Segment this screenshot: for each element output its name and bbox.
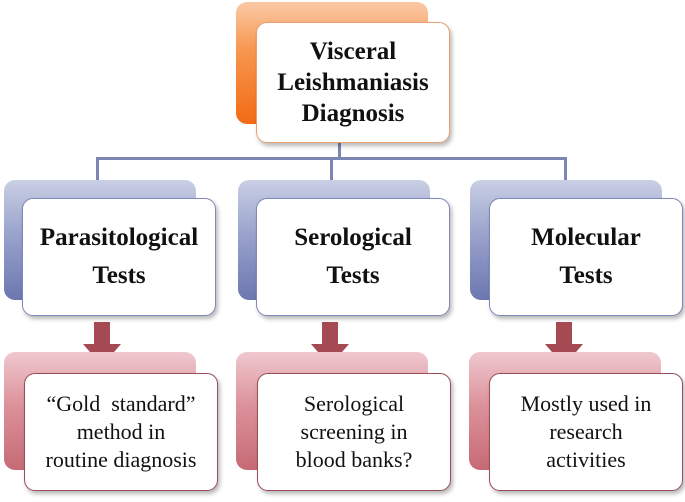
note-node-molecular: Mostly used in research activities — [489, 373, 683, 491]
category-label-line: Parasitological — [39, 224, 199, 251]
category-label-line: Serological — [294, 224, 412, 251]
note-text: Mostly used in research activities — [521, 390, 652, 474]
root-label: Visceral Leishmaniasis Diagnosis — [277, 36, 428, 129]
note-text-line: Serological — [303, 391, 405, 416]
category-node-serological: Serological Tests — [256, 198, 450, 316]
note-text-line: activities — [546, 447, 626, 472]
category-label: Serological Tests — [294, 219, 412, 295]
note-text-line: research — [549, 419, 623, 444]
note-text-line: Mostly used in — [520, 391, 652, 416]
root-stem — [338, 143, 341, 159]
note-node-parasitological: “Gold standard” method in routine diagno… — [24, 373, 218, 491]
category-label: Parasitological Tests — [40, 219, 198, 295]
branch-serological — [330, 157, 333, 181]
root-node: Visceral Leishmaniasis Diagnosis — [256, 22, 450, 143]
category-label-line: Tests — [559, 262, 613, 289]
note-text-line: screening in — [300, 419, 408, 444]
category-label-line: Tests — [326, 262, 380, 289]
note-text-line: blood banks? — [295, 447, 413, 472]
root-label-line: Visceral — [309, 38, 397, 65]
note-text-line: routine diagnosis — [45, 447, 197, 472]
note-text-line: method in — [76, 419, 166, 444]
root-label-line: Leishmaniasis — [277, 69, 429, 96]
category-node-molecular: Molecular Tests — [489, 198, 683, 316]
branch-parasitological — [96, 157, 99, 181]
note-text: “Gold standard” method in routine diagno… — [46, 390, 197, 474]
branch-molecular — [564, 157, 567, 181]
category-label-line: Tests — [92, 262, 146, 289]
note-text: Serological screening in blood banks? — [296, 390, 413, 474]
category-node-parasitological: Parasitological Tests — [22, 198, 216, 316]
category-label-line: Molecular — [531, 224, 641, 251]
category-label: Molecular Tests — [531, 219, 641, 295]
root-label-line: Diagnosis — [301, 100, 405, 127]
note-text-line: “Gold standard” — [46, 391, 196, 416]
note-node-serological: Serological screening in blood banks? — [257, 373, 451, 491]
